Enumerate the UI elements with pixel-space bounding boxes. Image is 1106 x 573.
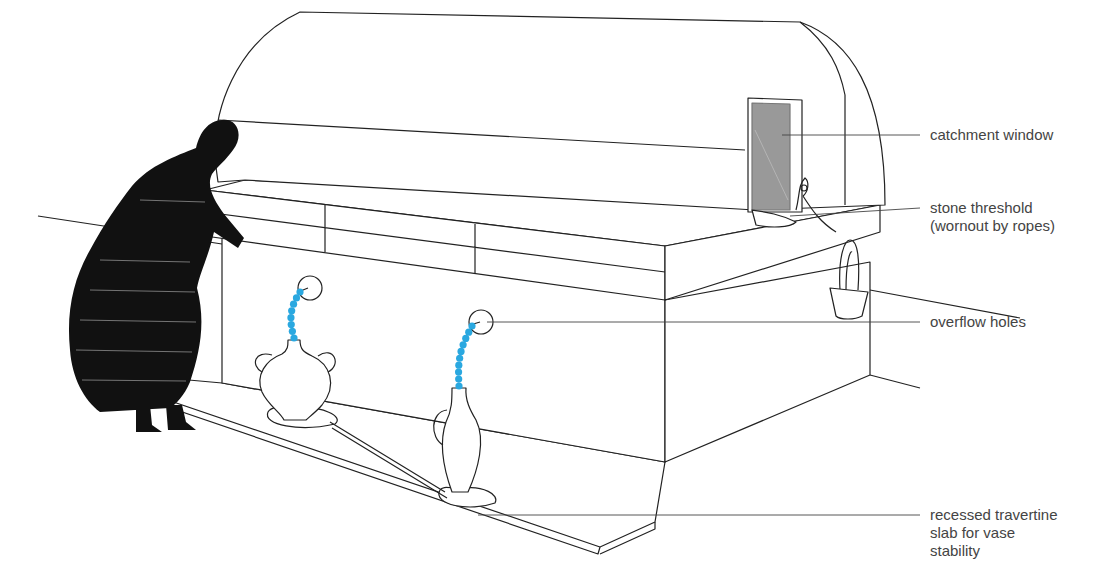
silhouette-body bbox=[69, 120, 244, 412]
vault-end-face bbox=[800, 22, 845, 205]
bucket-handle bbox=[840, 240, 859, 290]
rope-hook bbox=[796, 178, 836, 232]
overflow-hole bbox=[298, 276, 322, 300]
amphora-vase bbox=[260, 340, 331, 420]
overflow-spout bbox=[298, 288, 480, 325]
water-drop bbox=[465, 329, 472, 336]
callout-label: catchment window bbox=[930, 126, 1058, 144]
groove-channel bbox=[330, 422, 447, 498]
callout-label: stone threshold (wornout by ropes) bbox=[930, 199, 1058, 235]
ground-line bbox=[870, 375, 920, 388]
water-drop bbox=[290, 334, 297, 341]
window-reflection bbox=[755, 130, 788, 200]
stone-threshold bbox=[752, 210, 796, 227]
silhouette-leg bbox=[136, 405, 162, 432]
water-drop bbox=[288, 307, 295, 314]
catchment-window-frame bbox=[748, 98, 802, 212]
vase-handle bbox=[255, 353, 335, 372]
water-drop bbox=[457, 348, 464, 355]
leader-line bbox=[790, 208, 920, 216]
water-drop bbox=[460, 341, 467, 348]
water-drop bbox=[289, 328, 296, 335]
water-drop bbox=[455, 382, 462, 389]
cistern-body-side bbox=[665, 262, 870, 462]
callout-label: recessed travertine slab for vase stabil… bbox=[930, 506, 1058, 560]
catchment-window bbox=[752, 103, 790, 210]
bucket bbox=[830, 288, 868, 319]
ledge-joints bbox=[205, 205, 665, 274]
rope-ring bbox=[801, 185, 807, 191]
water-drop bbox=[462, 335, 469, 342]
woman-silhouette bbox=[69, 120, 244, 432]
vault-springing bbox=[218, 120, 745, 150]
water-drop bbox=[293, 294, 300, 301]
vase-handle bbox=[434, 410, 447, 445]
water-drop bbox=[290, 301, 297, 308]
leader-lines bbox=[478, 135, 920, 515]
water-drop bbox=[455, 369, 462, 376]
water-drop bbox=[455, 362, 462, 369]
callout-label: overflow holes bbox=[930, 313, 1058, 331]
water-streams bbox=[287, 288, 475, 389]
silhouette-leg bbox=[166, 405, 196, 430]
vault-barrel bbox=[215, 12, 885, 210]
ledge-side bbox=[665, 205, 880, 300]
water-drop bbox=[468, 322, 475, 329]
ledge-front bbox=[205, 190, 665, 300]
water-drop bbox=[287, 314, 294, 321]
silhouette-streak bbox=[76, 200, 205, 381]
silhouette-streaks bbox=[76, 200, 205, 381]
leader-line bbox=[782, 135, 920, 136]
leader-line bbox=[478, 515, 920, 516]
water-drop bbox=[456, 355, 463, 362]
jug-vase bbox=[442, 388, 480, 492]
water-drop bbox=[288, 321, 295, 328]
water-drop bbox=[455, 375, 462, 382]
leader-line bbox=[487, 322, 920, 323]
